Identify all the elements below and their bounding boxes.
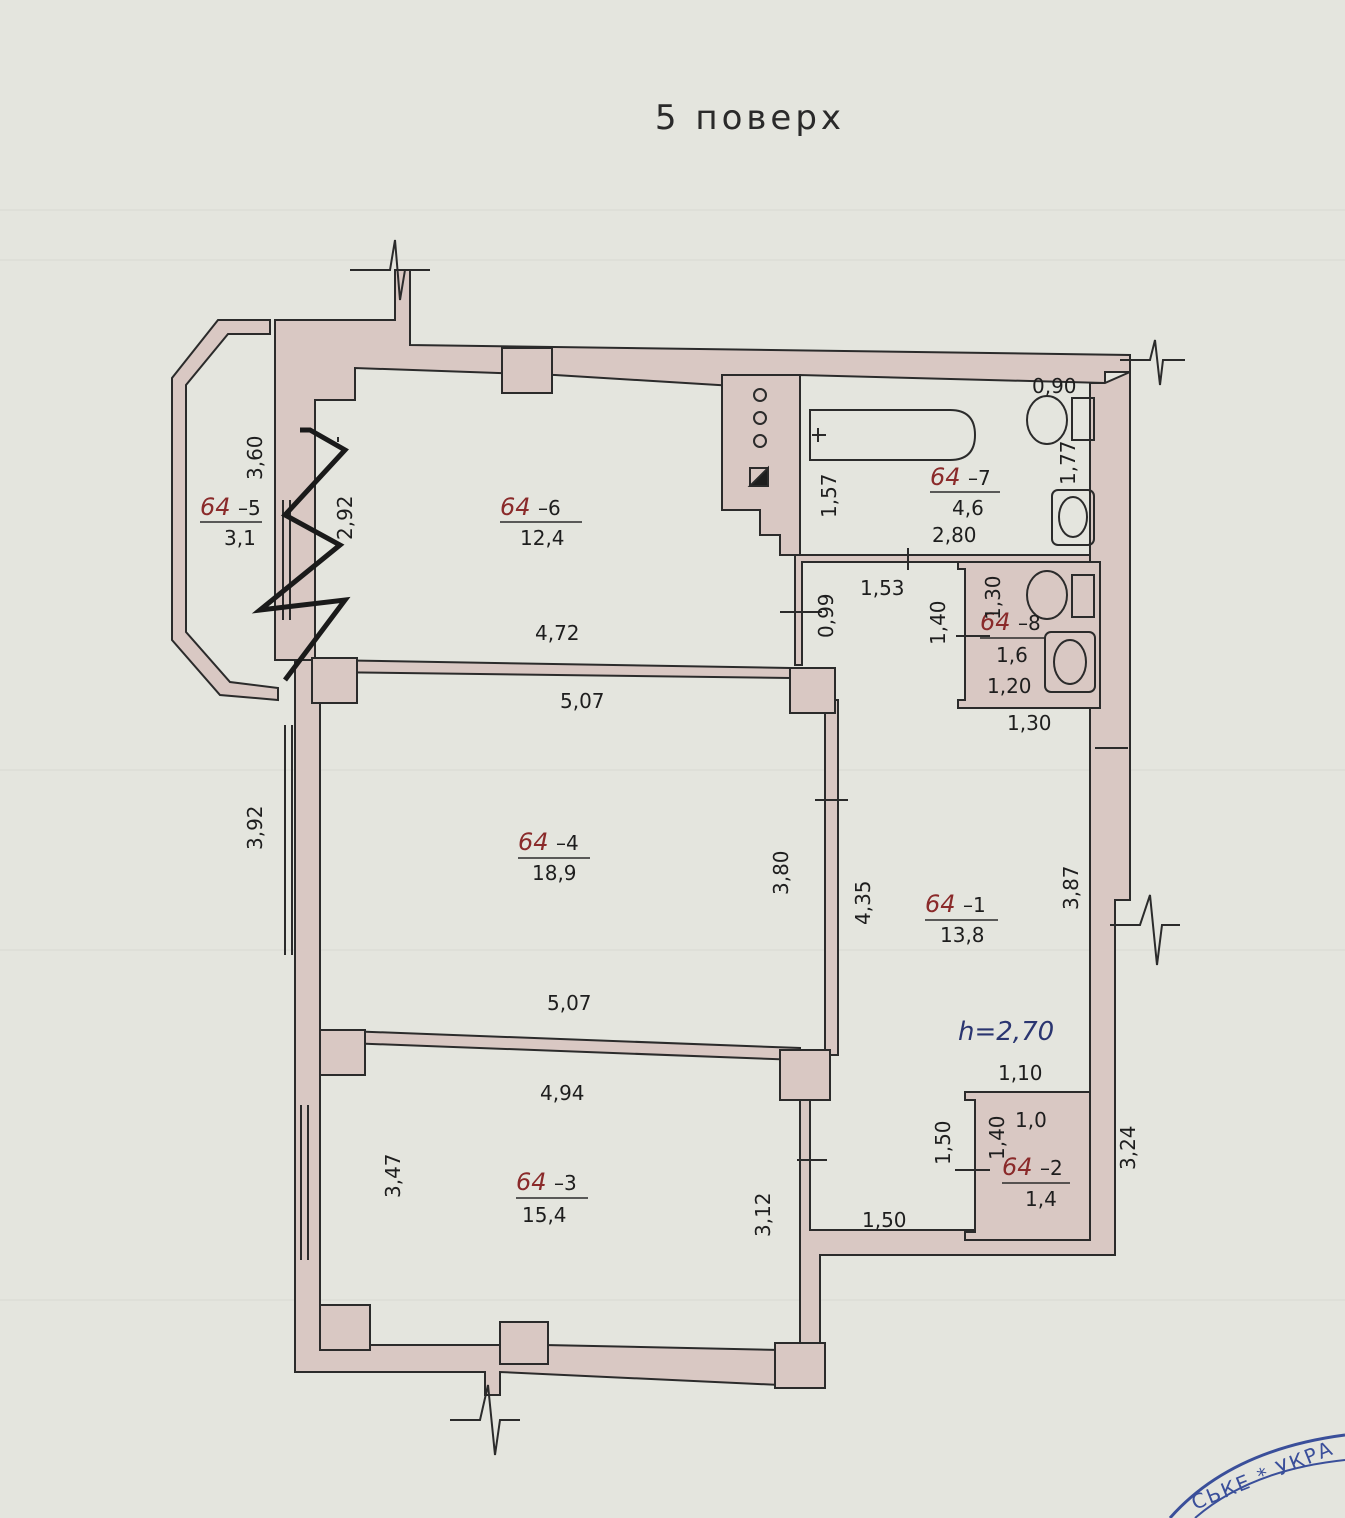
drawing-text: 4,35 — [851, 880, 875, 925]
room-label-8: 64 –8 1,6 — [980, 608, 1045, 667]
drawing-text: 64 — [518, 828, 549, 856]
break-marks — [350, 239, 1185, 1456]
drawing-text: 12,4 — [520, 526, 565, 550]
drawing-text: 5,07 — [547, 991, 592, 1015]
ceiling-height-note: h=2,70 — [958, 1017, 1054, 1047]
drawing-text: 1,50 — [862, 1208, 907, 1232]
drawing-text: 0,99 — [814, 593, 838, 638]
drawing-text: 1,77 — [1056, 440, 1080, 485]
drawing-text: 64 — [925, 890, 956, 918]
drawing-text: –6 — [538, 496, 561, 520]
drawing-text: 3,92 — [243, 805, 267, 850]
dimension-labels: 3,60 2,92 4,72 5,07 0,99 1,57 2,80 0,90 … — [243, 374, 1140, 1237]
drawing-text: 1,20 — [987, 674, 1032, 698]
walls — [171, 269, 1131, 1396]
drawing-text: –1 — [963, 893, 986, 917]
drawing-text: 3,60 — [243, 435, 267, 480]
drawing-text: 3,12 — [751, 1192, 775, 1237]
drawing-text: –5 — [238, 496, 261, 520]
drawing-text: 18,9 — [532, 861, 577, 885]
drawing-text: 1,6 — [996, 643, 1028, 667]
drawing-text: –2 — [1040, 1156, 1063, 1180]
drawing-text: 3,1 — [224, 526, 256, 550]
windows — [282, 500, 309, 1260]
room-label-6: 64 –6 12,4 — [500, 493, 582, 550]
drawing-text: 2,92 — [333, 495, 357, 540]
room-label-1: 64 –1 13,8 — [925, 890, 998, 947]
drawing-text: 1,4 — [1025, 1187, 1057, 1211]
drawing-text: 64 — [516, 1168, 547, 1196]
drawing-text: 1,53 — [860, 576, 905, 600]
stamp: СЬКЕ * УКРА — [1168, 1433, 1345, 1518]
handwritten-scribble — [251, 427, 351, 682]
room-label-5: 64 –5 3,1 — [200, 493, 262, 550]
drawing-text: –7 — [968, 466, 991, 490]
drawing-text: 1,57 — [817, 473, 841, 518]
room-labels: 64 –5 3,1 64 –6 12,4 64 –7 4,6 64 –8 — [200, 463, 1070, 1227]
room-label-2: 64 –2 1,4 — [1002, 1153, 1070, 1211]
drawing-text: 15,4 — [522, 1203, 567, 1227]
drawing-text: 13,8 — [940, 923, 985, 947]
room-label-3: 64 –3 15,4 — [516, 1168, 588, 1227]
drawing-text: 5,07 — [560, 689, 605, 713]
drawing-text: 3,47 — [381, 1153, 405, 1198]
drawing-text: 4,72 — [535, 621, 580, 645]
drawing-text: 1,10 — [998, 1061, 1043, 1085]
drawing-text: 4,94 — [540, 1081, 585, 1105]
drawing-text: 1,30 — [1007, 711, 1052, 735]
stamp-text: СЬКЕ * УКРА — [1188, 1436, 1337, 1515]
drawing-text: 1,0 — [1015, 1108, 1047, 1132]
room-label-7: 64 –7 4,6 — [930, 463, 1000, 520]
room-label-4: 64 –4 18,9 — [518, 828, 590, 885]
drawing-text: –8 — [1018, 611, 1041, 635]
drawing-text: 1,40 — [926, 600, 950, 645]
drawing-text: 3,24 — [1116, 1125, 1140, 1170]
drawing-text: 64 — [200, 493, 231, 521]
drawing-text: 4,6 — [952, 496, 984, 520]
tick-marks — [337, 437, 1128, 1171]
drawing-text: 0,90 — [1032, 374, 1077, 398]
drawing-text: 3,80 — [769, 850, 793, 895]
drawing-text: 64 — [500, 493, 531, 521]
drawing-text: –3 — [554, 1171, 577, 1195]
drawing-text: 64 — [930, 463, 961, 491]
drawing-text: 3,87 — [1059, 865, 1083, 910]
drawing-text: 64 — [980, 608, 1011, 636]
drawing-text: 1,50 — [931, 1120, 955, 1165]
columns — [311, 347, 836, 1389]
drawing-text: –4 — [556, 831, 579, 855]
drawing-text: 64 — [1002, 1153, 1033, 1181]
fixtures — [747, 388, 1096, 693]
drawing-text: 2,80 — [932, 523, 977, 547]
floor-title: 5 поверх — [654, 98, 846, 138]
drawing-text: 1,40 — [985, 1115, 1009, 1160]
drawing-text: 64 — [200, 493, 231, 521]
drawing-text: 1,30 — [981, 575, 1005, 620]
